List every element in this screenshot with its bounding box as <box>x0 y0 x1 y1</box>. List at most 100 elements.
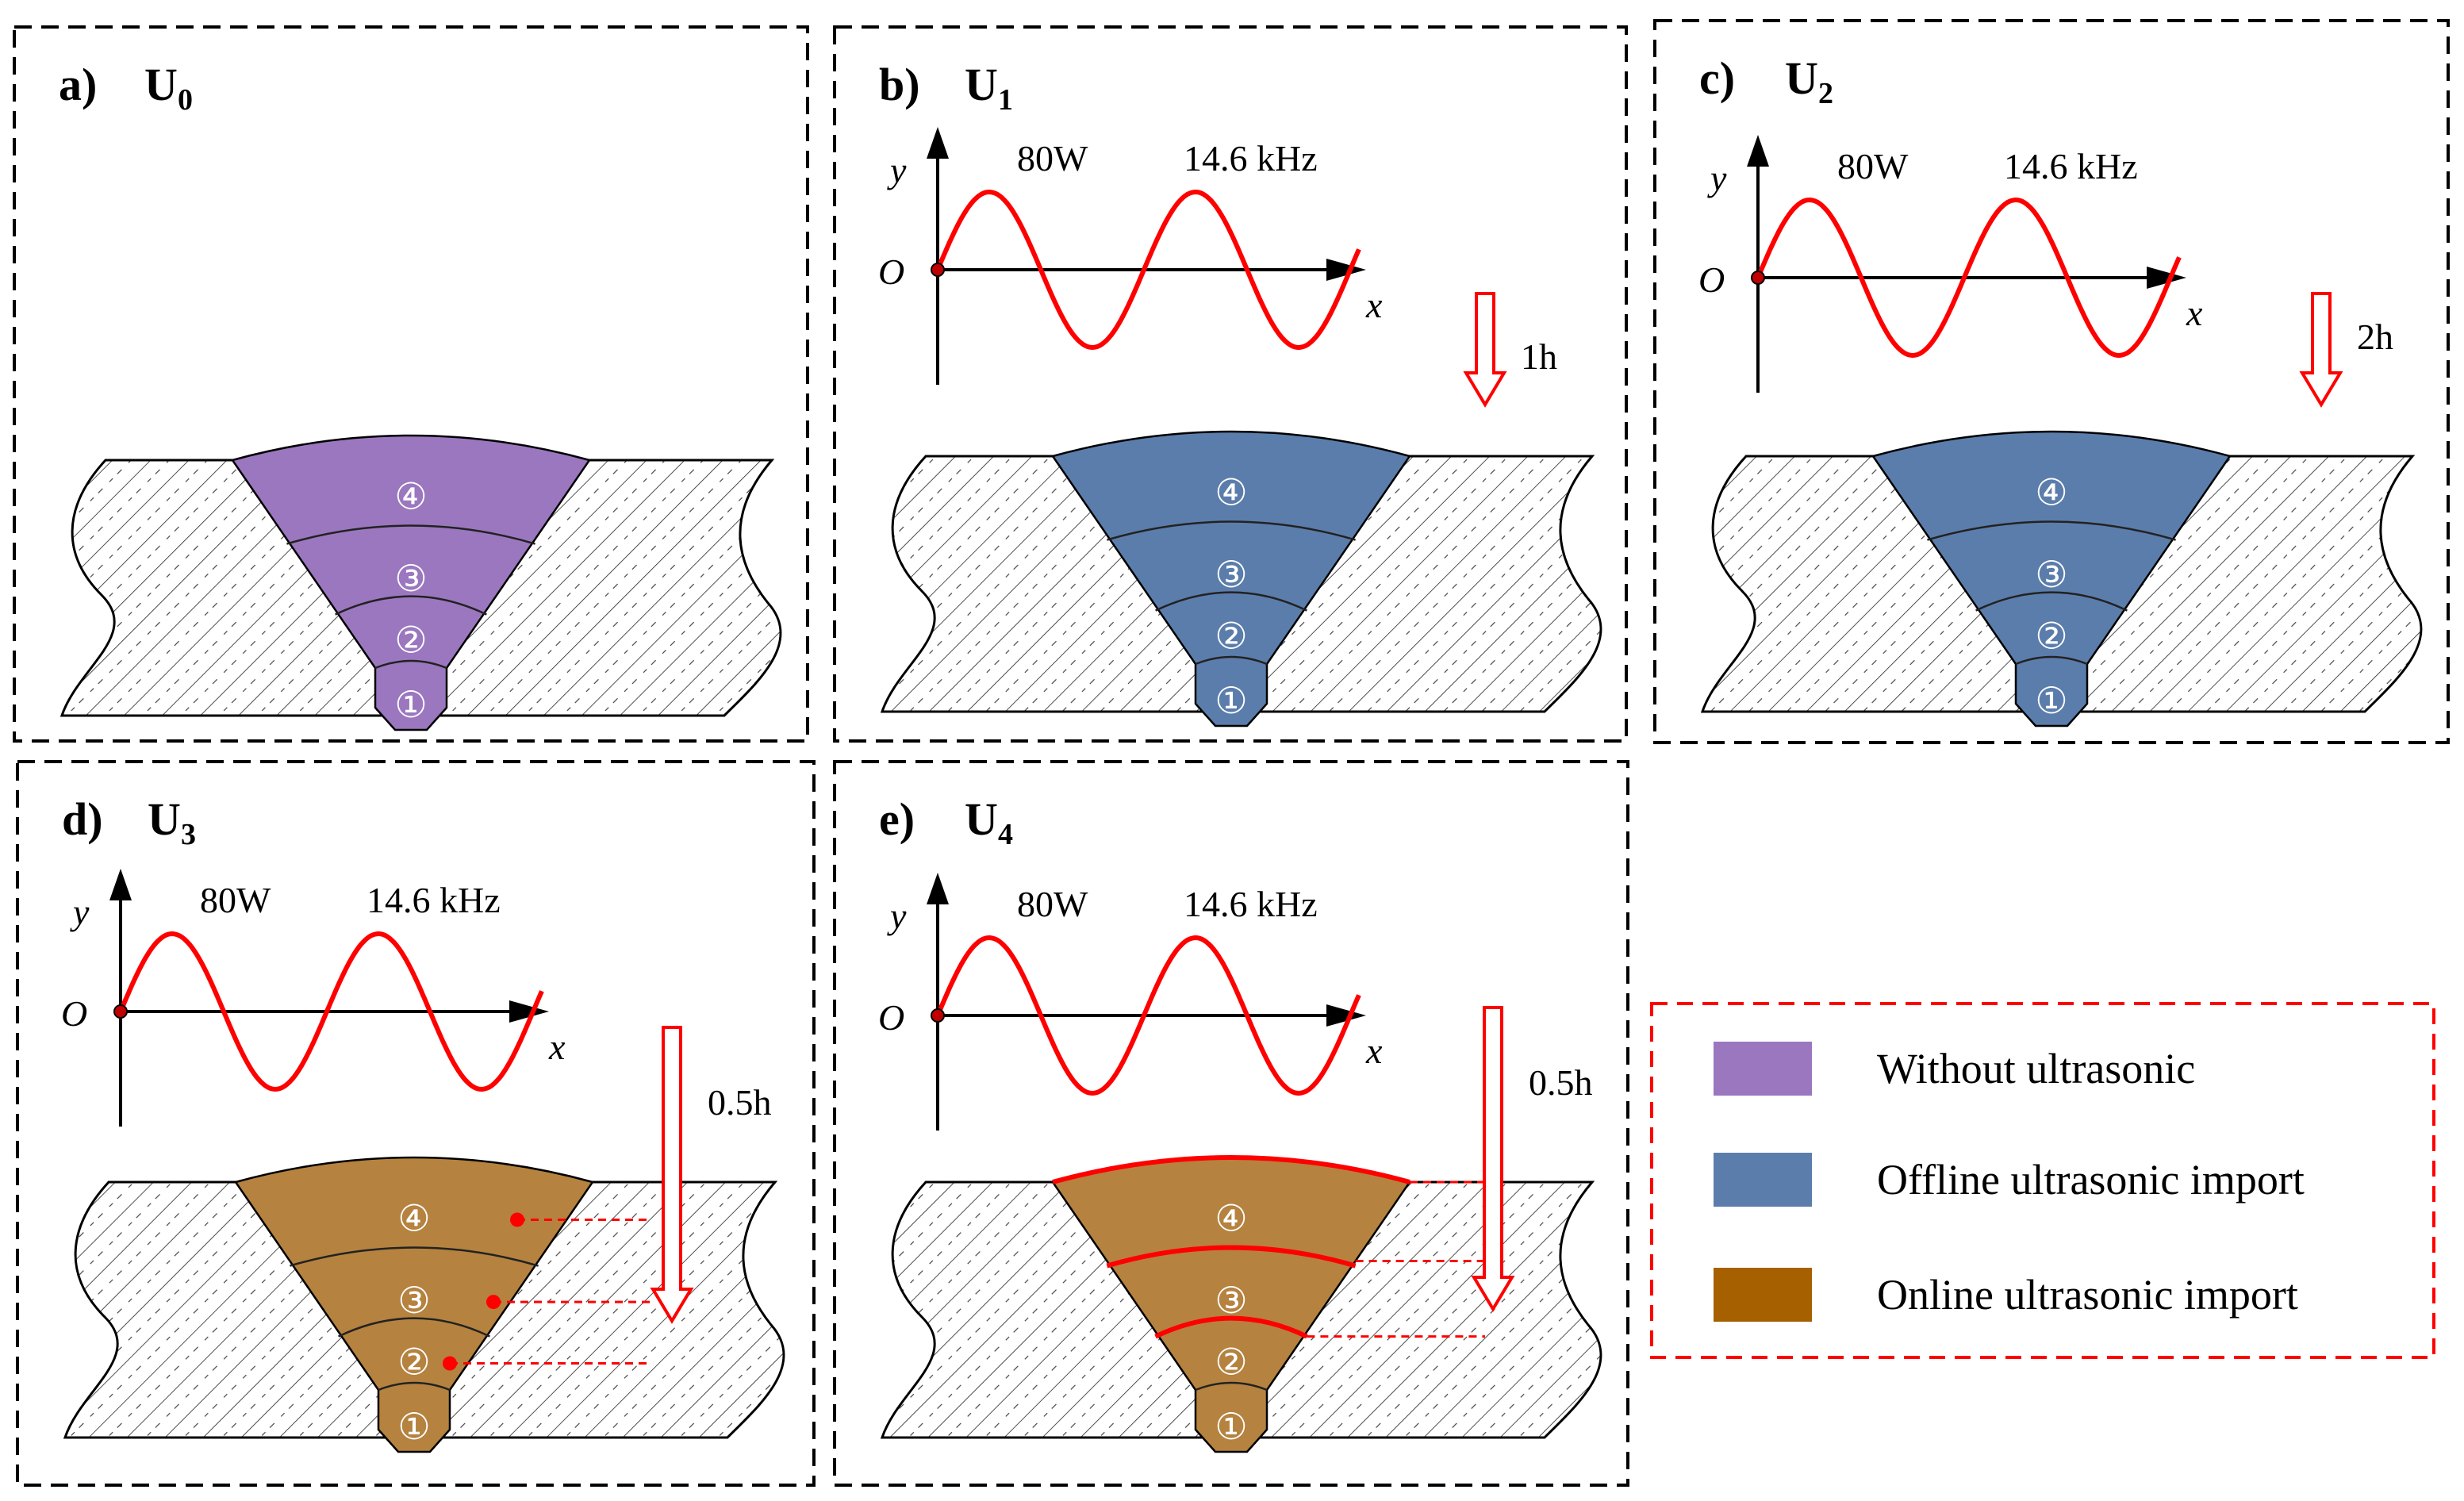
weld-bead <box>230 434 592 731</box>
layer-number-4: ④ <box>397 1196 430 1239</box>
layer-boundary <box>1155 591 1307 612</box>
time-arrow <box>2299 292 2343 408</box>
layer-boundary <box>290 1246 539 1267</box>
origin-point <box>1751 271 1765 285</box>
origin-label: O <box>878 251 904 292</box>
y-axis-arrow <box>1747 135 1769 167</box>
legend-label-without: Without ultrasonic <box>1877 1045 2195 1092</box>
power-label: 80W <box>1837 146 1909 186</box>
x-axis-arrow <box>2147 267 2186 289</box>
power-label: 80W <box>1017 138 1088 179</box>
x-axis-label: x <box>2186 293 2203 333</box>
x-axis-arrow <box>1326 1004 1366 1027</box>
origin-point <box>931 263 945 277</box>
layer-boundary <box>1107 520 1356 541</box>
root-boundary <box>1195 655 1268 666</box>
layer-number-3: ③ <box>1215 1279 1247 1322</box>
time-label: 0.5h <box>708 1082 772 1123</box>
panel-label: b) <box>879 59 920 110</box>
layer-number-4: ④ <box>394 474 427 517</box>
frequency-label: 14.6 kHz <box>367 880 501 920</box>
panel-subscript: 2 <box>1818 77 1833 110</box>
weld-plate: ① ② ③ ④ <box>880 1155 1602 1453</box>
layer-number-2: ② <box>394 619 427 662</box>
legend-frame <box>1650 1002 2435 1359</box>
panel-label: e) <box>879 793 915 845</box>
panel-frame <box>833 25 1628 743</box>
origin-label: O <box>1698 259 1725 300</box>
time-label: 2h <box>2357 317 2393 357</box>
origin-point <box>931 1008 945 1023</box>
panel-title: U <box>148 793 181 845</box>
ultrasonic-wave-diagram: yOx 80W 14.6 kHz 2h <box>1698 135 2393 408</box>
x-axis-arrow <box>509 1000 549 1023</box>
weld-bead <box>233 1156 595 1453</box>
layer-number-4: ④ <box>1215 1196 1247 1239</box>
ultrasonic-point <box>486 1295 501 1310</box>
root-boundary <box>2015 655 2088 666</box>
x-axis-label: x <box>1365 1031 1383 1071</box>
weld-plate: ① ② ③ ④ <box>63 1156 785 1453</box>
legend-label-offline: Offline ultrasonic import <box>1877 1156 2305 1203</box>
panel-label: a) <box>59 59 97 110</box>
layer-number-2: ② <box>1215 615 1247 658</box>
panel-frame <box>833 760 1629 1487</box>
layer-number-1: ① <box>1215 679 1247 722</box>
ultrasonic-point <box>443 1356 457 1371</box>
layer-boundary <box>1927 520 2176 541</box>
panel-frame <box>16 760 816 1487</box>
layer-number-2: ② <box>2035 615 2067 658</box>
weld-bead <box>1050 430 1412 727</box>
legend-swatch-offline <box>1714 1153 1812 1207</box>
x-axis-label: x <box>1365 285 1383 325</box>
time-label: 1h <box>1521 336 1557 377</box>
power-label: 80W <box>200 880 271 920</box>
frequency-label: 14.6 kHz <box>2004 146 2138 186</box>
root-boundary <box>374 659 447 670</box>
panel-title: U <box>1785 52 1818 104</box>
interface-line <box>1052 1155 1410 1184</box>
y-axis-arrow <box>109 869 132 900</box>
y-axis-arrow <box>927 127 949 159</box>
layer-number-1: ① <box>1215 1405 1247 1448</box>
root-boundary <box>378 1381 451 1392</box>
ultrasonic-point <box>510 1212 524 1227</box>
y-axis-label: y <box>1707 158 1727 198</box>
origin-point <box>113 1004 128 1019</box>
panel-subscript: 0 <box>178 83 193 117</box>
layer-boundary <box>335 595 487 616</box>
interface-line <box>1106 1245 1357 1269</box>
sine-wave <box>935 935 1361 1096</box>
layer-number-3: ③ <box>1215 553 1247 596</box>
y-axis-label: y <box>70 892 90 932</box>
legend-swatch-without <box>1714 1042 1812 1096</box>
layer-number-4: ④ <box>1215 470 1247 513</box>
sine-wave <box>935 189 1361 351</box>
legend-label-online: Online ultrasonic import <box>1877 1271 2298 1319</box>
panel-title: U <box>965 793 998 845</box>
layer-number-1: ① <box>394 683 427 726</box>
legend-swatch-online <box>1714 1268 1812 1322</box>
panel-label: c) <box>1699 52 1735 104</box>
layer-boundary <box>1975 591 2128 612</box>
layer-number-3: ③ <box>2035 553 2067 596</box>
sine-wave <box>118 931 544 1092</box>
layer-number-1: ① <box>397 1405 430 1448</box>
layer-number-2: ② <box>1215 1341 1247 1384</box>
layer-number-2: ② <box>397 1341 430 1384</box>
origin-label: O <box>61 993 87 1034</box>
weld-plate: ① ② ③ ④ <box>880 430 1602 727</box>
layer-number-1: ① <box>2035 679 2067 722</box>
layer-number-3: ③ <box>397 1279 430 1322</box>
